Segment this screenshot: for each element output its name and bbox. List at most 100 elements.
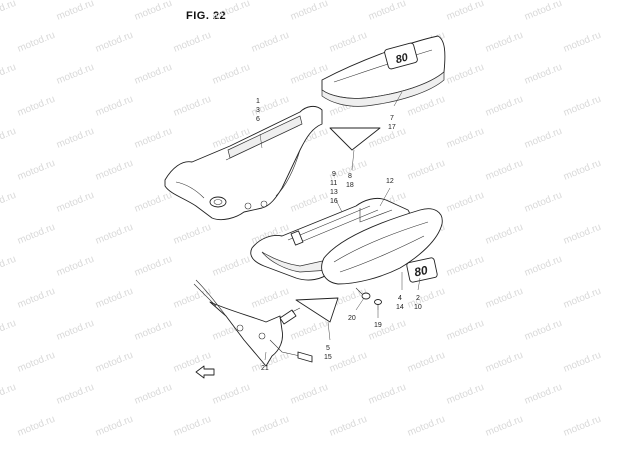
- watermark-text: motod.ru: [445, 190, 486, 215]
- watermark-text: motod.ru: [55, 318, 96, 343]
- callout-12-line-1: 12: [386, 178, 394, 185]
- watermark-text: motod.ru: [562, 414, 603, 439]
- front-arrow-icon: [195, 365, 215, 379]
- watermark-text: motod.ru: [445, 254, 486, 279]
- watermark-text: motod.ru: [367, 382, 408, 407]
- watermark-text: motod.ru: [484, 414, 525, 439]
- watermark-text: motod.ru: [0, 254, 18, 279]
- pad-lower-part: [295, 297, 339, 323]
- watermark-text: motod.ru: [55, 254, 96, 279]
- watermark-text: motod.ru: [562, 30, 603, 55]
- watermark-text: motod.ru: [16, 350, 57, 375]
- watermark-text: motod.ru: [94, 94, 135, 119]
- watermark-text: motod.ru: [484, 94, 525, 119]
- callout-5-15-line-1: 5: [326, 345, 330, 352]
- watermark-text: motod.ru: [523, 126, 564, 151]
- leader-lines: [259, 91, 421, 361]
- watermark-text: motod.ru: [172, 30, 213, 55]
- watermark-text: motod.ru: [445, 318, 486, 343]
- watermark-text: motod.ru: [16, 158, 57, 183]
- callout-2-10-line-2: 10: [414, 304, 422, 311]
- watermark-text: motod.ru: [0, 382, 18, 407]
- watermark-text: motod.ru: [484, 30, 525, 55]
- watermark-text: motod.ru: [523, 0, 564, 23]
- watermark-text: motod.ru: [55, 126, 96, 151]
- watermark-text: motod.ru: [562, 158, 603, 183]
- callout-21-line-1: 21: [261, 365, 269, 372]
- watermark-text: motod.ru: [523, 318, 564, 343]
- screw-part: [374, 299, 382, 310]
- callout-9-16-line-2: 11: [330, 180, 337, 187]
- watermark-text: motod.ru: [94, 350, 135, 375]
- watermark-text: motod.ru: [367, 0, 408, 23]
- watermark-text: motod.ru: [211, 254, 252, 279]
- pad-upper-part: [329, 127, 381, 151]
- watermark-text: motod.ru: [172, 94, 213, 119]
- watermark-text: motod.ru: [94, 30, 135, 55]
- watermark-text: motod.ru: [406, 94, 447, 119]
- watermark-text: motod.ru: [94, 286, 135, 311]
- watermark-text: motod.ru: [55, 62, 96, 87]
- seat-badge-text: 80: [394, 51, 410, 66]
- watermark-text: motod.ru: [406, 414, 447, 439]
- watermark-text: motod.ru: [484, 158, 525, 183]
- watermark-text: motod.ru: [523, 382, 564, 407]
- frame-bracket-part: [164, 105, 323, 221]
- watermark-text: motod.ru: [523, 254, 564, 279]
- watermark-text: motod.ru: [94, 158, 135, 183]
- watermark-text: motod.ru: [250, 286, 291, 311]
- watermark-text: motod.ru: [289, 318, 330, 343]
- callout-1-3-6-line-1: 1: [256, 98, 260, 105]
- watermark-text: motod.ru: [523, 190, 564, 215]
- watermark-text: motod.ru: [211, 0, 252, 23]
- callout-19-line-1: 19: [374, 322, 382, 329]
- watermark-text: motod.ru: [250, 30, 291, 55]
- grommet-part: [355, 287, 371, 300]
- watermark-text: motod.ru: [133, 0, 174, 23]
- watermark-text: motod.ru: [133, 254, 174, 279]
- watermark-text: motod.ru: [523, 62, 564, 87]
- watermark-text: motod.ru: [16, 30, 57, 55]
- callout-7-17-line-1: 7: [390, 115, 394, 122]
- watermark-text: motod.ru: [562, 350, 603, 375]
- watermark-text: motod.ru: [0, 0, 18, 23]
- watermark-text: motod.ru: [172, 414, 213, 439]
- mount-bracket-part: [193, 279, 313, 367]
- watermark-text: motod.ru: [445, 126, 486, 151]
- side-cover-part: [321, 208, 443, 285]
- watermark-text: motod.ru: [16, 222, 57, 247]
- callout-1-3-6-line-2: 3: [256, 107, 260, 114]
- watermark-text: motod.ru: [133, 62, 174, 87]
- callout-1-3-6-line-3: 6: [256, 116, 260, 123]
- watermark-layer: motod.ru motod.ru motod.ru motod.ru motod.ru…: [0, 0, 603, 439]
- watermark-text: motod.ru: [328, 350, 369, 375]
- watermark-text: motod.ru: [55, 190, 96, 215]
- seat-part: 80: [321, 35, 446, 107]
- watermark-text: motod.ru: [484, 286, 525, 311]
- watermark-text: motod.ru: [250, 414, 291, 439]
- watermark-text: motod.ru: [0, 190, 18, 215]
- watermark-text: motod.ru: [484, 222, 525, 247]
- callout-4-14-line-1: 4: [398, 295, 402, 302]
- watermark-text: motod.ru: [445, 0, 486, 23]
- callout-9-16-line-3: 13: [330, 189, 338, 196]
- cover-badge-text: 80: [413, 263, 429, 280]
- watermark-text: motod.ru: [172, 222, 213, 247]
- watermark-text: motod.ru: [0, 62, 18, 87]
- watermark-text: motod.ru: [328, 30, 369, 55]
- callout-labels: 1 3 6 7 17 8 18 9 11 13 16 12 4 14 2 10 …: [256, 98, 422, 372]
- callout-9-16-line-4: 16: [330, 198, 338, 205]
- watermark-text: motod.ru: [445, 382, 486, 407]
- watermark-text: motod.ru: [445, 62, 486, 87]
- figure-title: FIG. 22: [186, 10, 227, 22]
- watermark-text: motod.ru: [406, 350, 447, 375]
- watermark-text: motod.ru: [289, 382, 330, 407]
- watermark-text: motod.ru: [0, 126, 18, 151]
- watermark-text: motod.ru: [133, 318, 174, 343]
- callout-9-16-line-1: 9: [332, 171, 336, 178]
- watermark-text: motod.ru: [55, 0, 96, 23]
- watermark-text: motod.ru: [94, 414, 135, 439]
- callout-2-10-line-1: 2: [416, 295, 420, 302]
- callout-20-line-1: 20: [348, 315, 356, 322]
